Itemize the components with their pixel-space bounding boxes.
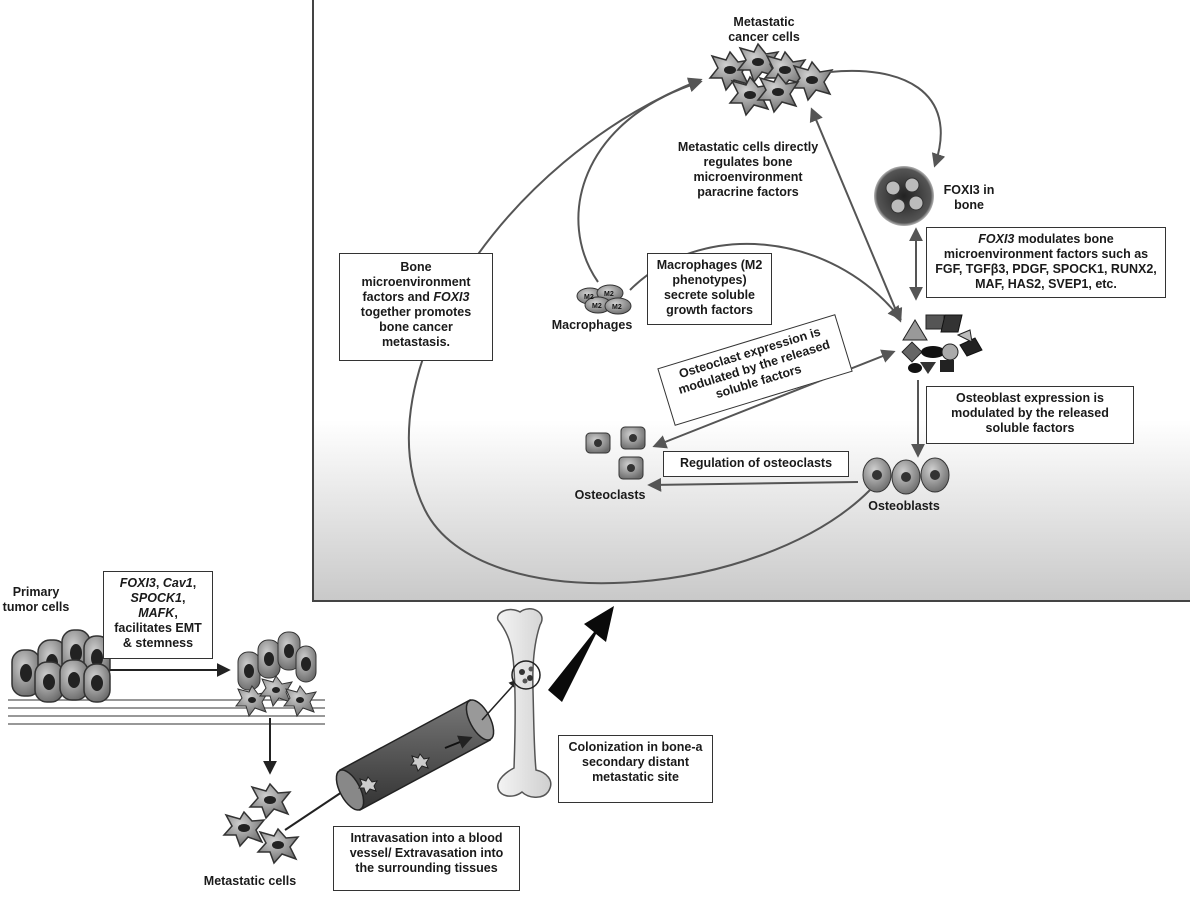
osteoclasts-label: Osteoclasts (574, 488, 646, 502)
foxi3-italic: FOXI3 (978, 232, 1015, 246)
metastatic-cancer-cells-label: Metastatic cancer cells (728, 15, 800, 44)
metastatic-cells-icon (222, 782, 300, 865)
bone-microenv-text-2: together promotes bone cancer metastasis… (360, 305, 472, 349)
bone-microenvironment-box: Bone microenvironment factors and FOXI3 … (339, 253, 493, 361)
bone-icon (496, 608, 552, 798)
regulation-osteoclasts-box: Regulation of osteoclasts (663, 451, 849, 477)
macrophages-icon (576, 284, 632, 315)
macrophages-box-text: Macrophages (M2 phenotypes) secrete solu… (656, 258, 763, 317)
bone-microenv-text-1: Bone microenvironment factors and (361, 260, 471, 304)
osteoblasts-icon (862, 457, 950, 495)
emt-gene-mafk: MAFK (138, 606, 175, 620)
emt-box: FOXI3, Cav1, SPOCK1, MAFK, facilitates E… (103, 571, 213, 659)
emt-gene-cav1: Cav1 (162, 576, 193, 590)
emt-gene-foxi3: FOXI3 (119, 576, 156, 590)
intravasation-box: Intravasation into a blood vessel/ Extra… (333, 826, 520, 891)
osteoblast-expression-text: Osteoblast expression is modulated by th… (951, 391, 1109, 435)
m2-label: M2 (604, 291, 614, 298)
m2-label: M2 (584, 294, 594, 301)
emt-gene-spock1: SPOCK1 (130, 591, 182, 605)
foxi3-in-bone-icon (874, 166, 934, 226)
emt-rest-text: facilitates EMT & stemness (114, 621, 202, 650)
metastatic-regulates-text: Metastatic cells directly regulates bone… (677, 140, 819, 199)
soluble-factors-icon (901, 314, 983, 374)
tissue-lines (8, 699, 325, 725)
colonization-box: Colonization in bone-a secondary distant… (558, 735, 713, 803)
metastatic-cancer-cells-cluster (708, 42, 834, 117)
osteoblast-expression-box: Osteoblast expression is modulated by th… (926, 386, 1134, 444)
big-arrow-icon (548, 606, 614, 702)
foxi3-modulates-box: FOXI3 modulates bone microenvironment fa… (926, 227, 1166, 298)
panel-arrows (407, 69, 946, 585)
blood-vessel-icon (284, 678, 520, 831)
macrophages-label: Macrophages (551, 318, 633, 332)
osteoblasts-label: Osteoblasts (868, 499, 940, 513)
emt-cells-icon (235, 631, 318, 718)
primary-tumor-cells-icon (11, 629, 111, 703)
foxi3-in-bone-label: FOXI3 in bone (943, 183, 995, 212)
metastatic-cells-label: Metastatic cells (203, 874, 297, 888)
primary-tumor-cells-label: Primary tumor cells (2, 585, 70, 614)
m2-label: M2 (592, 303, 602, 310)
macrophages-box: Macrophages (M2 phenotypes) secrete solu… (647, 253, 772, 325)
foxi3-modulates-text: modulates bone microenvironment factors … (935, 232, 1157, 291)
osteoclasts-icon (585, 426, 646, 480)
regulation-osteoclasts-text: Regulation of osteoclasts (679, 456, 833, 470)
m2-label: M2 (612, 304, 622, 311)
bone-microenv-italic: FOXI3 (433, 290, 470, 304)
intravasation-text: Intravasation into a blood vessel/ Extra… (349, 831, 504, 875)
colonization-text: Colonization in bone-a secondary distant… (568, 740, 703, 784)
